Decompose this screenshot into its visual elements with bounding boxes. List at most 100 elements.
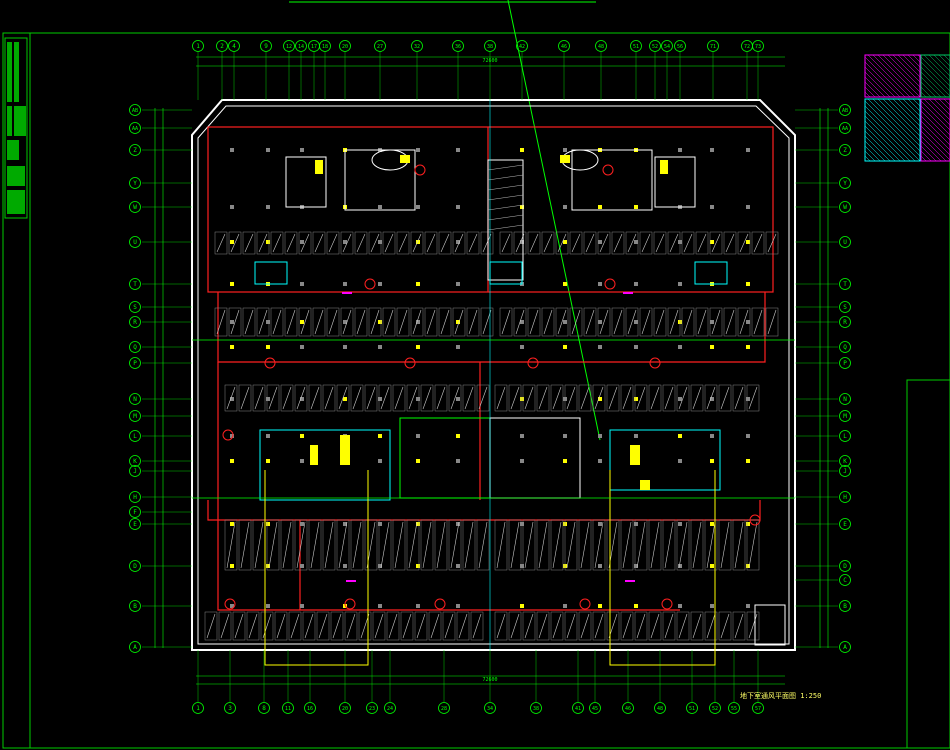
marker-circle [602, 164, 614, 176]
column [416, 434, 420, 438]
column [416, 240, 420, 244]
axis-right-N: N [839, 393, 851, 405]
column [456, 148, 460, 152]
column [230, 320, 234, 324]
column [300, 459, 304, 463]
svg-text:32: 32 [414, 44, 420, 50]
axis-bottom-8: 8 [258, 702, 270, 714]
column [598, 240, 602, 244]
column [230, 397, 234, 401]
svg-text:N: N [843, 396, 847, 403]
column [598, 522, 602, 526]
column [678, 564, 682, 568]
axis-left-B: B [129, 600, 141, 612]
column [300, 240, 304, 244]
column [710, 397, 714, 401]
column [266, 320, 270, 324]
marker-circle [604, 278, 616, 290]
axis-top-4: 4 [228, 40, 240, 52]
axis-bottom-1: 1 [192, 702, 204, 714]
axis-bottom-51: 51 [686, 702, 698, 714]
axis-bottom-16: 16 [304, 702, 316, 714]
axis-bottom-34: 34 [484, 702, 496, 714]
svg-text:3: 3 [228, 705, 232, 712]
svg-text:T: T [133, 281, 137, 288]
column [416, 397, 420, 401]
axis-left-Z: Z [129, 144, 141, 156]
column [266, 205, 270, 209]
axis-left-AA: AA [129, 122, 141, 134]
column [343, 522, 347, 526]
marker-circle [222, 429, 234, 441]
stall-row [204, 611, 484, 641]
column [230, 240, 234, 244]
svg-text:S: S [843, 304, 847, 311]
marker-circle [414, 164, 426, 176]
column [266, 397, 270, 401]
svg-text:B: B [843, 603, 847, 610]
svg-text:24: 24 [387, 706, 393, 712]
column [416, 282, 420, 286]
building-outline [191, 99, 796, 651]
stall-row [499, 307, 779, 337]
column [710, 240, 714, 244]
svg-text:D: D [843, 563, 847, 570]
column [520, 205, 524, 209]
column [266, 240, 270, 244]
legend-hatch [864, 98, 921, 162]
svg-text:20: 20 [342, 44, 348, 50]
axis-bottom-20: 20 [339, 702, 351, 714]
svg-text:D: D [133, 563, 137, 570]
column [416, 148, 420, 152]
svg-text:P: P [843, 360, 847, 367]
svg-text:20: 20 [342, 706, 348, 712]
column [634, 397, 638, 401]
svg-text:42: 42 [519, 44, 525, 50]
column [456, 434, 460, 438]
svg-text:K: K [843, 458, 847, 465]
axis-bottom-57: 57 [752, 702, 764, 714]
axis-left-P: P [129, 357, 141, 369]
svg-text:51: 51 [689, 706, 695, 712]
ramp [487, 159, 524, 281]
svg-text:F: F [133, 509, 137, 516]
svg-text:Q: Q [843, 344, 847, 351]
column [416, 459, 420, 463]
column [416, 522, 420, 526]
yellow-duct-lines [264, 470, 716, 666]
axis-right-P: P [839, 357, 851, 369]
axis-left-R: R [129, 316, 141, 328]
axis-bottom-41: 41 [572, 702, 584, 714]
axis-top-18: 18 [319, 40, 331, 52]
axis-left-F: F [129, 506, 141, 518]
svg-text:46: 46 [625, 706, 631, 712]
svg-text:AA: AA [132, 126, 138, 132]
axis-bottom-28: 28 [438, 702, 450, 714]
svg-text:52: 52 [712, 706, 718, 712]
svg-text:S: S [133, 304, 137, 311]
axis-left-L: L [129, 430, 141, 442]
axis-left-D: D [129, 560, 141, 572]
axis-top-38: 38 [484, 40, 496, 52]
axis-top-54: 54 [661, 40, 673, 52]
axis-right-AB: AB [839, 104, 851, 116]
svg-text:56: 56 [677, 44, 683, 50]
svg-text:J: J [133, 468, 137, 475]
column [598, 434, 602, 438]
column [230, 434, 234, 438]
column [456, 522, 460, 526]
axis-top-71: 71 [707, 40, 719, 52]
column [300, 148, 304, 152]
column [456, 564, 460, 568]
column [598, 604, 602, 608]
axis-top-36: 36 [452, 40, 464, 52]
column [520, 345, 524, 349]
stall-row [224, 384, 490, 412]
column [300, 320, 304, 324]
column [416, 564, 420, 568]
column [746, 148, 750, 152]
marker-circle [344, 598, 356, 610]
hatch-legend [864, 54, 950, 162]
svg-text:C: C [843, 577, 847, 584]
